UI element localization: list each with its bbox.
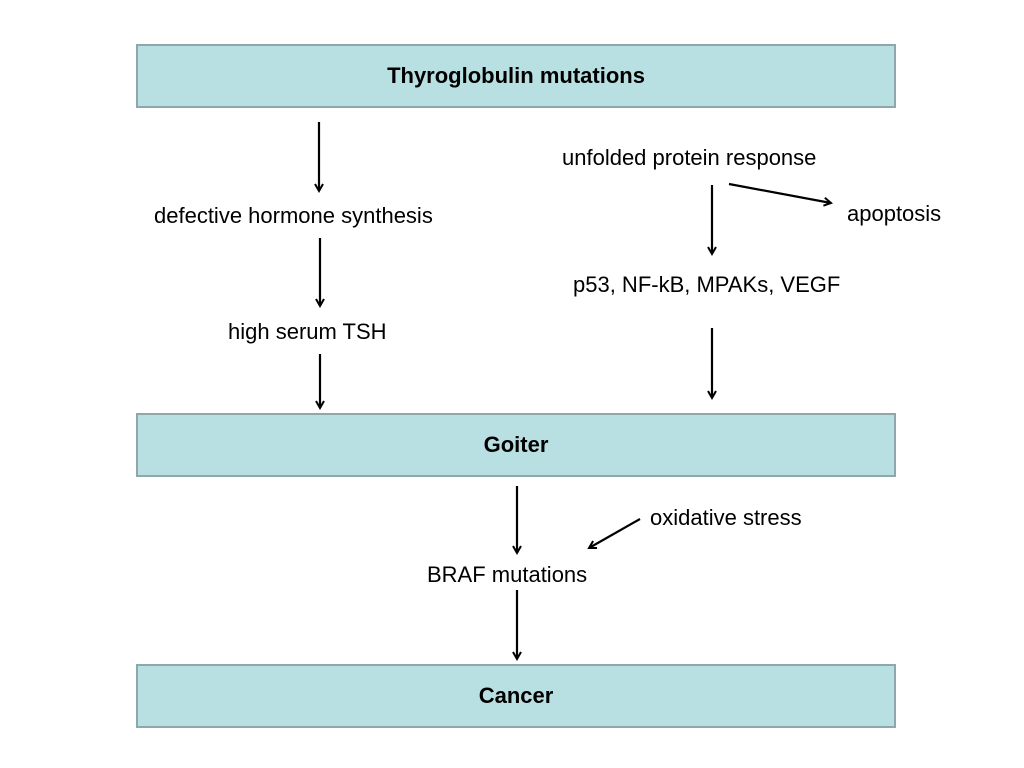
goiter-box: Goiter (136, 413, 896, 477)
thyroglobulin-mutations-box: Thyroglobulin mutations (136, 44, 896, 108)
braf-mutations-label: BRAF mutations (427, 562, 588, 587)
defective-hormone-synthesis-label: defective hormone synthesis (154, 203, 433, 228)
arrow-to-apoptosis (728, 182, 831, 203)
high-serum-tsh-label: high serum TSH (228, 319, 387, 344)
unfolded-protein-response-label: unfolded protein response (562, 145, 817, 170)
cancer-box: Cancer (136, 664, 896, 728)
oxidative-stress-label: oxidative stress (650, 505, 802, 530)
mediators-label: p53, NF-kB, MPAKs, VEGF (573, 272, 841, 297)
thyroglobulin-mutations-label: Thyroglobulin mutations (387, 63, 645, 88)
cancer-label: Cancer (478, 683, 554, 708)
apoptosis-label: apoptosis (847, 201, 942, 226)
arrow-oxidative-stress-to-braf (589, 518, 641, 548)
goiter-label: Goiter (483, 432, 549, 457)
